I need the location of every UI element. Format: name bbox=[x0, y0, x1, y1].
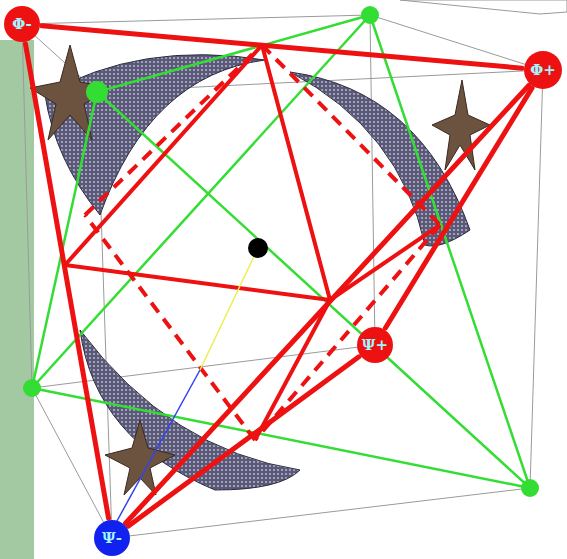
tetrahedron-edge bbox=[42, 26, 522, 68]
state-label: Φ- bbox=[12, 17, 31, 32]
axis-line bbox=[200, 248, 258, 370]
tetrahedron-edge bbox=[385, 88, 532, 328]
bell-state-vertex: Φ- bbox=[4, 6, 40, 42]
state-label: Ψ- bbox=[102, 531, 122, 546]
corner-box bbox=[400, 0, 567, 14]
bell-state-vertex: Φ+ bbox=[524, 51, 562, 89]
tetrahedron-edge bbox=[25, 44, 108, 519]
tetrahedron-edge bbox=[128, 357, 359, 526]
tetrahedron-edge bbox=[126, 85, 529, 523]
bell-state-vertex: Ψ+ bbox=[357, 327, 393, 363]
state-label: Φ+ bbox=[530, 63, 556, 78]
state-label: Ψ+ bbox=[362, 338, 388, 353]
cube-edges bbox=[22, 15, 543, 538]
side-strip bbox=[0, 40, 34, 559]
green-vertex bbox=[23, 6, 539, 497]
bell-state-vertex: Ψ- bbox=[94, 520, 130, 556]
center-dot bbox=[248, 238, 268, 258]
